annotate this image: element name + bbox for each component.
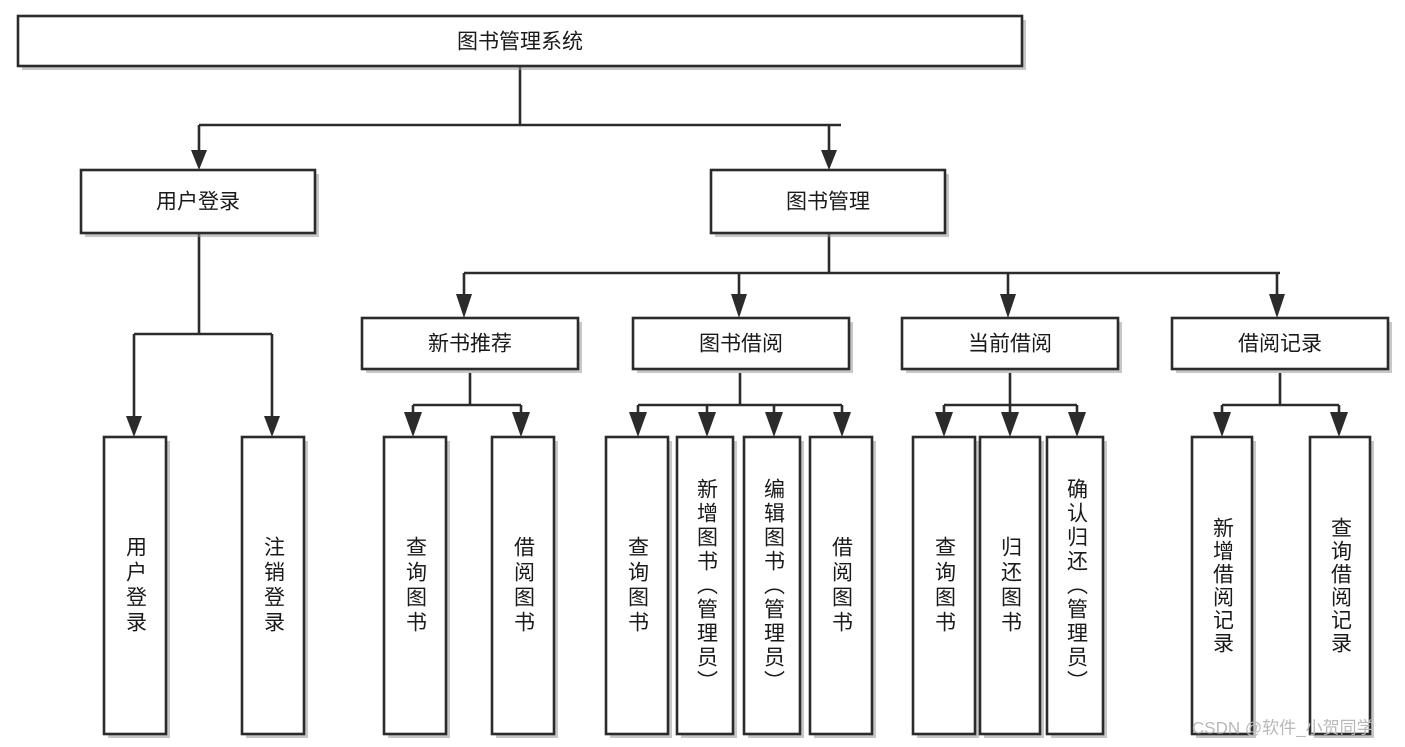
node-leaf-user-login-label: 用户登录 [124,536,148,636]
node-book-borrow[interactable]: 图书借阅 [631,316,853,373]
node-leaf-query-book-3[interactable]: 查询图书 [911,435,979,738]
node-leaf-logout-login[interactable]: 注销登录 [240,435,308,738]
node-leaf-add-book-label: 新增图书（管理员） [695,478,719,694]
node-leaf-query-book-1[interactable]: 查询图书 [382,435,450,738]
arrow-head-book-borrow [731,294,747,318]
arrow-head-leaf-query-book-3 [935,412,953,437]
node-book-management-label: 图书管理 [786,191,870,214]
arrow-head-user-login [191,150,207,170]
node-root-label: 图书管理系统 [457,31,583,54]
node-leaf-borrow-book-2-label: 借阅图书 [830,536,854,636]
node-user-login-label: 用户登录 [156,191,240,214]
node-leaf-user-login[interactable]: 用户登录 [102,435,170,738]
node-root[interactable]: 图书管理系统 [16,14,1026,70]
node-new-book-recommend-label: 新书推荐 [428,333,512,356]
arrow-head-leaf-borrow-book-1 [512,412,530,437]
node-user-login[interactable]: 用户登录 [79,168,319,237]
arrow-head-new-book-recommend [456,294,472,318]
node-leaf-add-record-label: 新增借阅记录 [1211,517,1235,655]
node-root-box[interactable] [16,14,1024,68]
node-book-borrow-label: 图书借阅 [699,333,783,356]
arrow-head-leaf-query-book-2 [629,412,647,437]
arrow-head-leaf-query-book-1 [404,412,422,437]
node-leaf-user-login-box[interactable] [102,435,168,736]
arrow-head-leaf-add-record [1213,412,1231,437]
node-leaf-borrow-book-2-box[interactable] [808,435,874,736]
node-new-book-recommend-box[interactable] [360,316,580,371]
arrow-head-leaf-return-book [1001,412,1019,437]
node-leaf-edit-book-label: 编辑图书（管理员） [762,478,786,694]
node-leaf-confirm-return[interactable]: 确认归还（管理员） [1045,435,1107,738]
arrow-head-current-borrow [1000,294,1016,318]
node-new-book-recommend[interactable]: 新书推荐 [360,316,582,373]
arrow-head-leaf-confirm-return [1068,412,1086,437]
node-borrow-record-box[interactable] [1170,316,1390,371]
arrow-head-leaf-add-book [698,412,716,437]
arrow-head-leaf-logout-login [264,416,280,437]
node-leaf-borrow-book-2[interactable]: 借阅图书 [808,435,876,738]
node-leaf-query-book-1-label: 查询图书 [404,536,428,636]
node-leaf-return-book[interactable]: 归还图书 [978,435,1044,738]
node-current-borrow-label: 当前借阅 [968,333,1052,356]
node-leaf-add-book[interactable]: 新增图书（管理员） [675,435,737,738]
node-leaf-confirm-return-label: 确认归还（管理员） [1065,478,1089,694]
node-leaf-query-record-box[interactable] [1308,435,1372,736]
node-leaf-query-record-label: 查询借阅记录 [1329,517,1353,655]
watermark-label: CSDN @软件_小贺同学 [1192,718,1374,737]
node-leaf-logout-login-label: 注销登录 [262,536,286,636]
node-book-management-box[interactable] [709,168,947,235]
arrow-head-leaf-borrow-book-2 [833,412,851,437]
node-leaf-return-book-label: 归还图书 [999,536,1023,636]
node-book-borrow-box[interactable] [631,316,851,371]
arrow-head-leaf-user-login [126,416,142,437]
node-leaf-logout-login-box[interactable] [240,435,306,736]
node-leaf-query-book-3-label: 查询图书 [933,536,957,636]
node-leaf-confirm-return-box[interactable] [1045,435,1105,736]
connector-layer [126,66,1348,437]
node-book-management[interactable]: 图书管理 [709,168,949,237]
node-leaf-add-book-box[interactable] [675,435,735,736]
arrow-head-book-management [821,150,837,170]
node-borrow-record-label: 借阅记录 [1238,333,1322,356]
node-current-borrow-box[interactable] [900,316,1120,371]
node-leaf-return-book-box[interactable] [978,435,1042,736]
node-leaf-borrow-book-1-box[interactable] [490,435,556,736]
node-leaf-borrow-book-1-label: 借阅图书 [512,536,536,636]
node-leaf-query-book-2[interactable]: 查询图书 [604,435,672,738]
node-leaf-query-book-3-box[interactable] [911,435,977,736]
node-leaf-query-record[interactable]: 查询借阅记录 [1308,435,1374,738]
node-leaf-query-book-2-label: 查询图书 [626,536,650,636]
node-borrow-record[interactable]: 借阅记录 [1170,316,1392,373]
arrow-head-leaf-query-record [1330,412,1348,437]
arrow-head-borrow-record [1269,294,1285,318]
node-leaf-query-book-1-box[interactable] [382,435,448,736]
node-current-borrow[interactable]: 当前借阅 [900,316,1122,373]
node-leaf-edit-book[interactable]: 编辑图书（管理员） [742,435,804,738]
node-leaf-query-book-2-box[interactable] [604,435,670,736]
node-leaf-add-record[interactable]: 新增借阅记录 [1190,435,1256,738]
node-leaf-borrow-book-1[interactable]: 借阅图书 [490,435,558,738]
node-leaf-edit-book-box[interactable] [742,435,802,736]
node-user-login-box[interactable] [79,168,317,235]
node-leaf-add-record-box[interactable] [1190,435,1254,736]
arrow-head-leaf-edit-book [765,412,783,437]
